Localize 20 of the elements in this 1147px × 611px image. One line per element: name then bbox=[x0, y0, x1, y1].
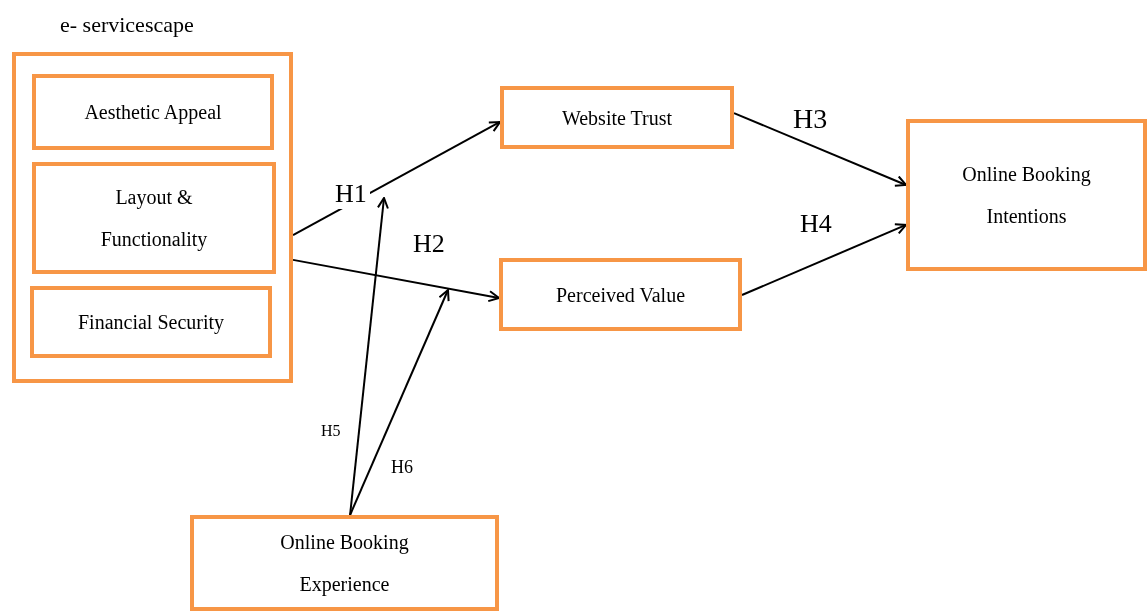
construct-label: Financial Security bbox=[77, 310, 225, 336]
arrow bbox=[733, 112, 907, 187]
arrow bbox=[741, 223, 907, 296]
construct-label: Aesthetic Appeal bbox=[84, 100, 222, 126]
arrow bbox=[349, 289, 450, 516]
arrow bbox=[292, 258, 500, 303]
construct-box bbox=[32, 74, 274, 150]
construct-box bbox=[500, 86, 734, 149]
construct-label: Online Booking Intentions bbox=[961, 162, 1092, 229]
arrow bbox=[349, 197, 389, 516]
group-heading: e- servicescape bbox=[60, 12, 194, 38]
construct-box bbox=[190, 515, 499, 611]
construct-label: Perceived Value bbox=[556, 282, 685, 308]
construct-label: Online Booking Experience bbox=[279, 530, 410, 598]
construct-box bbox=[32, 162, 276, 274]
construct-label: Website Trust bbox=[561, 105, 673, 131]
construct-box bbox=[30, 286, 272, 358]
construct-box bbox=[906, 119, 1147, 271]
construct-box bbox=[499, 258, 742, 331]
construct-label: Layout & Functionality bbox=[99, 185, 209, 253]
